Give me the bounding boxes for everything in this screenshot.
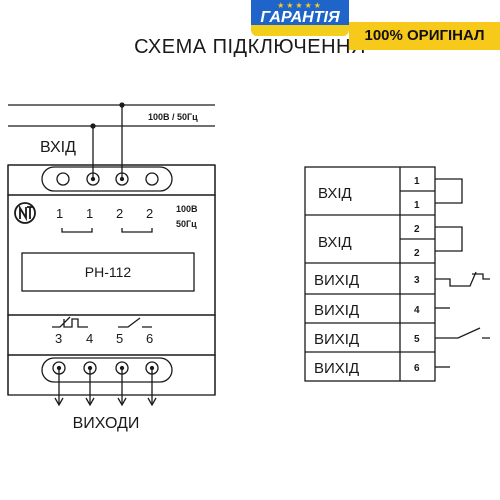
output-arrows xyxy=(54,368,157,407)
top-terminal-screws xyxy=(56,172,159,186)
top-terminal-label-3: 2 xyxy=(116,206,123,221)
supply-lines xyxy=(8,102,215,178)
table-terminal-1a: 1 xyxy=(414,176,420,187)
table-row-label-1: ВХІД xyxy=(318,185,352,202)
supply-rating-label: 100В / 50Гц xyxy=(148,112,198,122)
table-terminal-5: 5 xyxy=(414,334,420,345)
table-row-label-4: ВИХІД xyxy=(314,302,359,319)
table-terminal-2b: 2 xyxy=(414,248,420,259)
original-badge: 100% ОРИГІНАЛ xyxy=(349,22,500,50)
input-label: ВХІД xyxy=(40,139,76,156)
table-terminal-2a: 2 xyxy=(414,224,420,235)
table-input-brackets xyxy=(435,178,463,252)
diagram-title: СХЕМА ПІДКЛЮЧЕННЯ xyxy=(134,36,366,58)
rating-frequency: 50Гц xyxy=(176,219,197,229)
bottom-terminal-screws xyxy=(52,361,159,375)
guarantee-badge: ★★★★★ ГАРАНТІЯ xyxy=(251,0,349,36)
table-output-contacts xyxy=(435,271,490,368)
top-terminal-label-4: 2 xyxy=(146,206,153,221)
terminal-table xyxy=(304,166,436,382)
bottom-terminal-label-3: 3 xyxy=(55,331,62,346)
table-terminal-4: 4 xyxy=(414,305,420,316)
output-contact-symbols xyxy=(52,316,152,328)
bottom-terminal-label-5: 5 xyxy=(116,331,123,346)
guarantee-badge-label: ГАРАНТІЯ xyxy=(260,9,340,26)
manufacturer-logo-icon xyxy=(14,202,36,224)
bottom-terminal-label-4: 4 xyxy=(86,331,93,346)
table-terminal-1b: 1 xyxy=(414,200,420,211)
table-row-label-2: ВХІД xyxy=(318,234,352,251)
input-jumpers xyxy=(61,228,153,233)
table-row-label-3: ВИХІД xyxy=(314,272,359,289)
top-terminal-label-2: 1 xyxy=(86,206,93,221)
top-terminal-label-1: 1 xyxy=(56,206,63,221)
bottom-terminal-label-6: 6 xyxy=(146,331,153,346)
table-row-label-5: ВИХІД xyxy=(314,331,359,348)
relay-body xyxy=(7,164,216,396)
model-display: РН-112 xyxy=(85,264,132,280)
table-terminal-3: 3 xyxy=(414,275,420,286)
table-terminal-6: 6 xyxy=(414,363,420,374)
table-row-label-6: ВИХІД xyxy=(314,360,359,377)
outputs-label: ВИХОДИ xyxy=(73,415,140,432)
rating-voltage: 100В xyxy=(176,204,198,214)
stars-icon: ★★★★★ xyxy=(277,1,323,10)
